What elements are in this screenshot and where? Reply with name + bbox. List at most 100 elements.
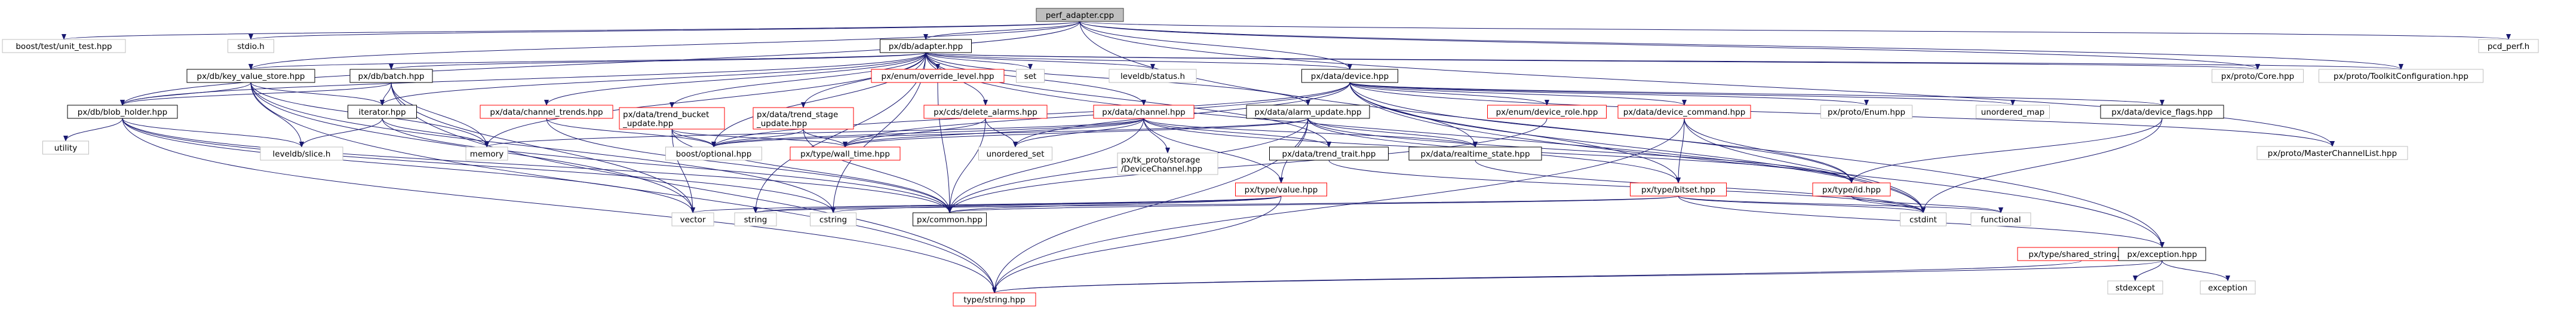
edge-adapter-to-leveldb-status — [925, 52, 1155, 70]
node-channel-trends[interactable]: px/data/channel_trends.hpp — [480, 105, 613, 119]
node-device-command[interactable]: px/data/device_command.hpp — [1617, 105, 1751, 119]
node-string[interactable]: string — [734, 212, 777, 227]
node-delete-alarms[interactable]: px/cds/delete_alarms.hpp — [923, 105, 1048, 119]
node-label: utility — [54, 143, 77, 153]
node-master-channel[interactable]: px/proto/MasterChannelList.hpp — [2256, 146, 2408, 160]
node-type-id[interactable]: px/type/id.hpp — [1812, 182, 1891, 197]
node-box — [1117, 152, 1218, 175]
node-alarm-update[interactable]: px/data/alarm_update.hpp — [1246, 105, 1370, 119]
node-label: px/enum/override_level.hpp — [881, 72, 994, 81]
node-device[interactable]: px/data/device.hpp — [1301, 69, 1398, 83]
node-label: px/data/trend_trait.hpp — [1282, 149, 1376, 159]
edge-alarm-update-to-type-id — [1307, 118, 1854, 183]
node-batch[interactable]: px/db/batch.hpp — [349, 69, 433, 83]
edge-channel-to-type-value — [1143, 118, 1284, 183]
node-cstdint[interactable]: cstdint — [1900, 212, 1946, 227]
node-proto-core[interactable]: px/proto/Core.hpp — [2212, 69, 2304, 83]
node-set[interactable]: set — [1016, 69, 1045, 83]
edge-channel-trends-to-boost-optional — [546, 118, 716, 148]
node-memory[interactable]: memory — [465, 146, 508, 161]
node-label: px/proto/ToolkitConfiguration.hpp — [2334, 72, 2468, 81]
node-boost-optional[interactable]: boost/optional.hpp — [665, 146, 762, 161]
node-root[interactable]: perf_adapter.cpp — [1036, 8, 1124, 22]
node-utility[interactable]: utility — [42, 140, 89, 155]
edge-adapter-to-channel-trends — [544, 52, 926, 106]
node-toolkit-config[interactable]: px/proto/ToolkitConfiguration.hpp — [2319, 69, 2483, 83]
node-stdio[interactable]: stdio.h — [228, 39, 274, 53]
node-label: px/data/device_command.hpp — [1623, 108, 1746, 117]
edge-device-flags-to-cstdint — [1921, 118, 2163, 213]
node-box — [2256, 146, 2408, 160]
node-label: cstdint — [1909, 215, 1937, 225]
node-label: stdexcept — [2116, 283, 2155, 293]
node-realtime-state[interactable]: px/data/realtime_state.hpp — [1408, 146, 1542, 161]
edge-trend-stage-to-common — [803, 129, 952, 213]
edge-iterator-to-leveldb-slice — [299, 118, 383, 148]
node-label: set — [1024, 72, 1037, 81]
node-trend-stage[interactable]: px/data/trend_stage_update.hpp — [753, 107, 854, 130]
node-kv-store[interactable]: px/db/key_value_store.hpp — [186, 69, 315, 83]
edge-device-command-to-bitset — [1676, 118, 1685, 183]
edge-adapter-to-batch — [389, 52, 926, 70]
node-label: px/type/wall_time.hpp — [800, 149, 890, 159]
node-cstring[interactable]: cstring — [810, 212, 856, 227]
node-device-flags[interactable]: px/data/device_flags.hpp — [2100, 105, 2224, 119]
node-type-string[interactable]: type/string.hpp — [953, 292, 1036, 307]
node-label: /DeviceChannel.hpp — [1121, 164, 1202, 174]
node-type-value[interactable]: px/type/value.hpp — [1235, 182, 1327, 197]
edge-device-command-to-cstdint — [1684, 118, 1926, 213]
node-adapter[interactable]: px/db/adapter.hpp — [880, 39, 972, 53]
node-label: px/data/device.hpp — [1311, 72, 1389, 81]
edge-delete-alarms-to-wall-time — [843, 118, 986, 148]
node-box — [465, 146, 508, 161]
edge-blob-holder-to-type-string — [122, 118, 997, 293]
node-pcd-perf[interactable]: pcd_perf.h — [2478, 39, 2539, 53]
edge-iterator-to-memory — [382, 118, 489, 148]
node-channel[interactable]: px/data/channel.hpp — [1093, 105, 1195, 119]
node-bitset[interactable]: px/type/bitset.hpp — [1630, 182, 1727, 197]
edge-blob-holder-to-common — [122, 118, 952, 213]
node-box — [880, 39, 972, 53]
node-label: px/tk_proto/storage — [1121, 155, 1200, 165]
node-box — [913, 212, 987, 227]
node-trend-trait[interactable]: px/data/trend_trait.hpp — [1269, 146, 1389, 161]
node-stdexcept[interactable]: stdexcept — [2107, 280, 2163, 295]
node-exception[interactable]: exception — [2200, 280, 2256, 295]
edge-root-to-unit-test — [62, 21, 1080, 40]
edge-adapter-to-toolkit-config — [925, 52, 2403, 70]
edge-root-to-pcd-perf — [1079, 21, 2510, 40]
node-box — [2, 39, 126, 53]
node-unordered-map[interactable]: unordered_map — [1976, 105, 2050, 119]
node-box — [1408, 146, 1542, 161]
edge-device-to-unordered-map — [1349, 82, 2015, 106]
node-override-level[interactable]: px/enum/override_level.hpp — [871, 69, 1005, 83]
node-unit-test[interactable]: boost/test/unit_test.hpp — [2, 39, 126, 53]
edge-trend-stage-to-boost-optional — [711, 129, 804, 148]
node-box — [1976, 105, 2050, 119]
edge-device-to-exception-hpp — [1349, 82, 2164, 248]
node-iterator[interactable]: iterator.hpp — [348, 105, 417, 119]
edge-root-to-device — [1079, 21, 1352, 70]
node-wall-time[interactable]: px/type/wall_time.hpp — [790, 146, 901, 161]
node-proto-enum[interactable]: px/proto/Enum.hpp — [1820, 105, 1912, 119]
edge-channel-to-trend-trait — [1143, 118, 1331, 148]
edge-alarm-update-to-wall-time — [843, 118, 1309, 148]
edge-blob-holder-to-utility — [63, 118, 123, 142]
node-trend-bucket[interactable]: px/data/trend_bucket_update.hpp — [619, 107, 725, 130]
edge-root-to-stdio — [248, 21, 1080, 40]
node-functional[interactable]: functional — [1970, 212, 2031, 227]
node-tk-storage[interactable]: px/tk_proto/storage/DeviceChannel.hpp — [1117, 152, 1218, 175]
node-shared-string[interactable]: px/type/shared_string.hpp — [2017, 247, 2146, 261]
node-blob-holder[interactable]: px/db/blob_holder.hpp — [67, 105, 178, 119]
node-leveldb-slice[interactable]: leveldb/slice.h — [260, 146, 343, 161]
node-exception-hpp[interactable]: px/exception.hpp — [2118, 247, 2206, 261]
node-vector[interactable]: vector — [671, 212, 714, 227]
edge-channel-to-wall-time — [843, 118, 1144, 148]
node-common[interactable]: px/common.hpp — [913, 212, 987, 227]
node-unordered-set[interactable]: unordered_set — [978, 146, 1052, 161]
node-box — [67, 105, 178, 119]
node-leveldb-status[interactable]: leveldb/status.h — [1109, 69, 1197, 83]
node-label: px/data/channel_trends.hpp — [490, 108, 603, 117]
node-device-role[interactable]: px/enum/device_role.hpp — [1487, 105, 1607, 119]
